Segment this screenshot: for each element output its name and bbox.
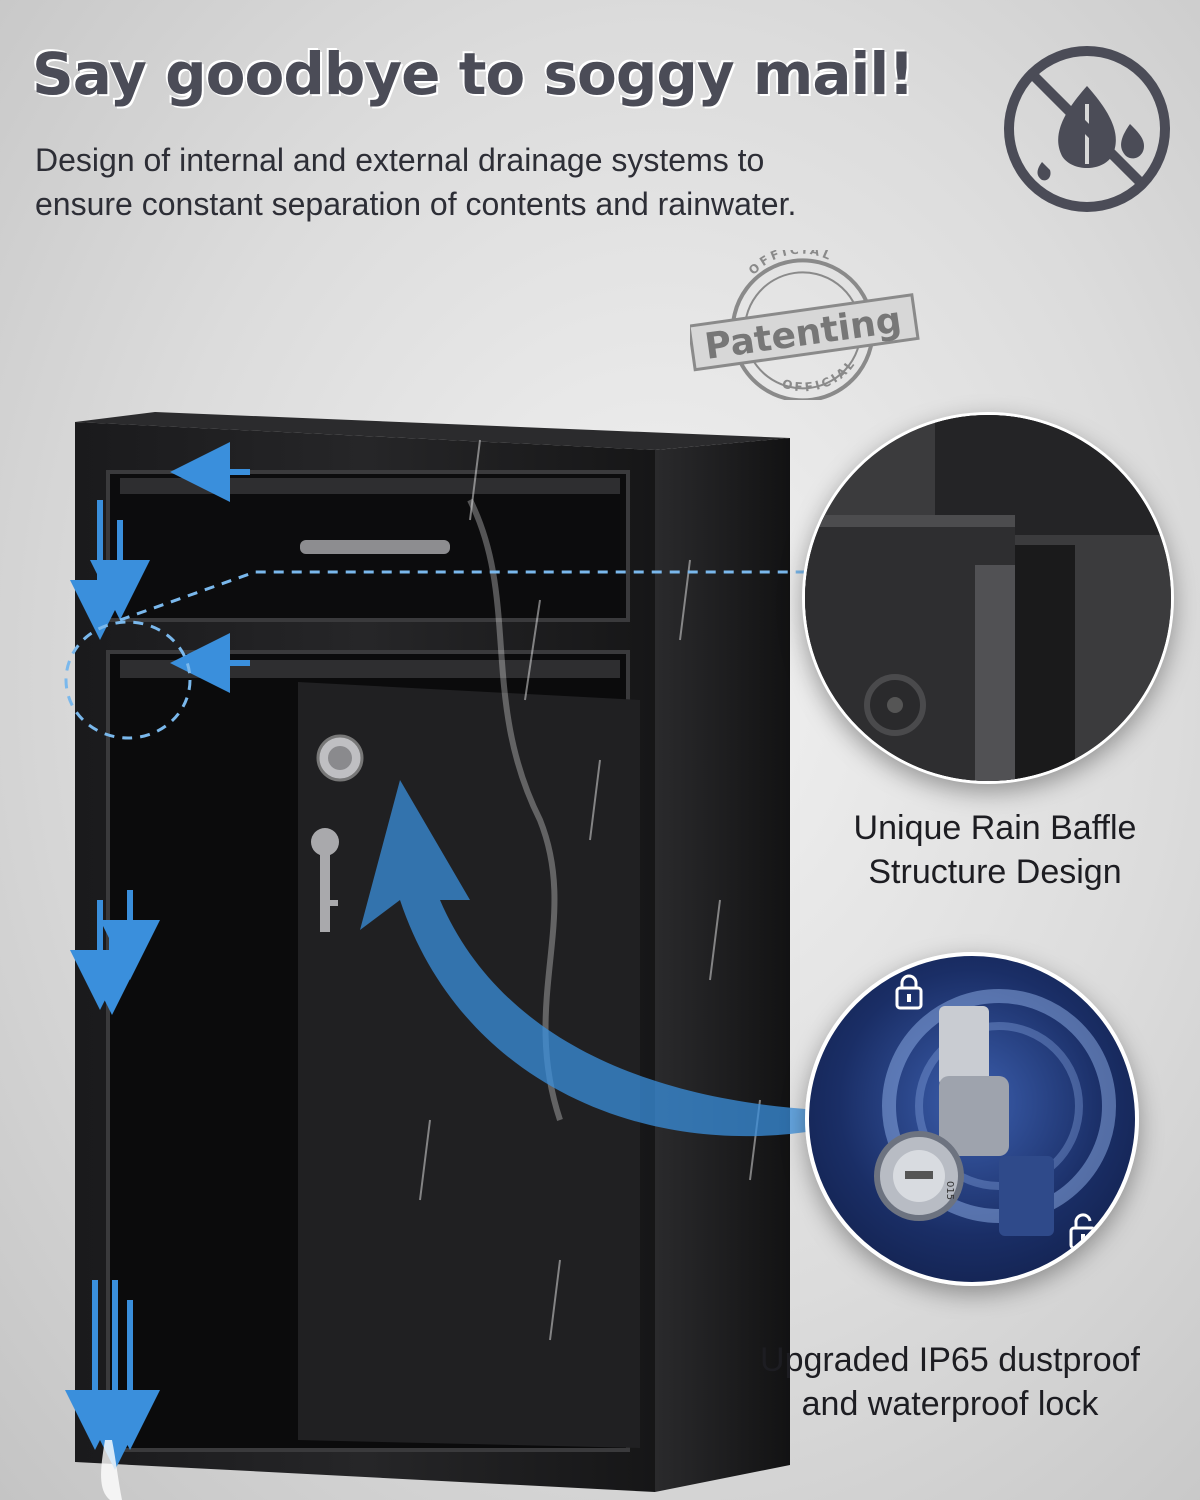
lock-pointer-arrow xyxy=(360,780,820,1137)
key-icon xyxy=(311,828,339,932)
drainage-arrows xyxy=(65,442,250,1470)
subheadline: Design of internal and external drainage… xyxy=(35,138,1035,226)
lock-zoom-view: 015 xyxy=(805,952,1139,1286)
lock-core-text: 015 xyxy=(944,1181,955,1200)
feature-baffle-line-2: Structure Design xyxy=(868,853,1122,891)
subheadline-line-2: ensure constant separation of contents a… xyxy=(35,186,797,222)
lock-icon xyxy=(895,974,923,1010)
baffle-zoom-view xyxy=(802,412,1174,784)
no-water-icon xyxy=(1004,46,1170,212)
feature-baffle-line-1: Unique Rain Baffle xyxy=(853,809,1137,847)
mailbox-top xyxy=(75,412,790,450)
headline: Say goodbye to soggy mail! xyxy=(32,40,915,108)
patenting-stamp: OFFICIAL OFFICIAL Patenting xyxy=(690,250,920,400)
mailbox-side xyxy=(655,438,790,1492)
feature-lock-line-1: Upgraded IP65 dustproof xyxy=(760,1341,1140,1379)
subheadline-line-1: Design of internal and external drainage… xyxy=(35,142,765,178)
feature-lock-line-2: and waterproof lock xyxy=(801,1385,1099,1423)
feature-caption-lock: Upgraded IP65 dustproof and waterproof l… xyxy=(700,1338,1200,1426)
baffle-highlight xyxy=(64,620,192,740)
feature-caption-baffle: Unique Rain Baffle Structure Design xyxy=(800,806,1190,894)
